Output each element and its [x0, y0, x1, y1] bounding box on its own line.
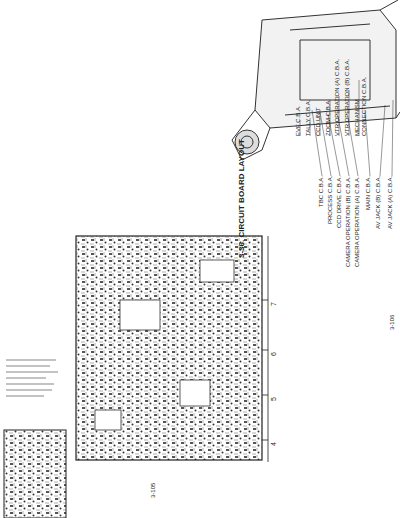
- board-label: PROCESS C.B.A.: [327, 176, 334, 224]
- board-label: TBC C.B.A.: [318, 176, 325, 207]
- scale-number: 5: [270, 397, 278, 401]
- page-number: 3-105: [150, 483, 157, 498]
- board-label: CCD UNIT: [315, 107, 322, 136]
- board-label: CAMERA OPERATION (A) C.B.A.: [354, 176, 361, 267]
- board-label: TALLY C.B.A.: [305, 100, 312, 136]
- board-label: VTR OPERATION (B) C.B.A.: [344, 59, 351, 136]
- board-label: AV JACK (B) C.B.A.: [375, 176, 382, 229]
- scale-axis: [262, 236, 268, 462]
- board-label: VTR OPERATION (A) C.B.A.: [334, 59, 341, 136]
- board-label: MECHANISM CONNECTION C.B.A.: [354, 76, 367, 136]
- small-board: [4, 360, 66, 518]
- scale-number: 4: [270, 442, 278, 446]
- page-number: 3-106: [389, 315, 396, 330]
- board-label: MAIN C.B.A.: [365, 176, 372, 210]
- circuit-board: [76, 236, 262, 460]
- board-label: ZOOM C.B.A.: [325, 99, 332, 136]
- board-label: CCD DRIVE C.B.A.: [336, 176, 343, 228]
- board-label: EVF C.B.A.: [295, 105, 302, 136]
- board-label: AV JACK (A) C.B.A.: [387, 176, 394, 229]
- board-label: CAMERA OPERATION (B) C.B.A.: [345, 176, 352, 267]
- scale-number: 7: [270, 302, 278, 306]
- scale-number: 6: [270, 352, 278, 356]
- title: 3-36. CIRCUIT BOARD LAYOUT: [238, 139, 247, 258]
